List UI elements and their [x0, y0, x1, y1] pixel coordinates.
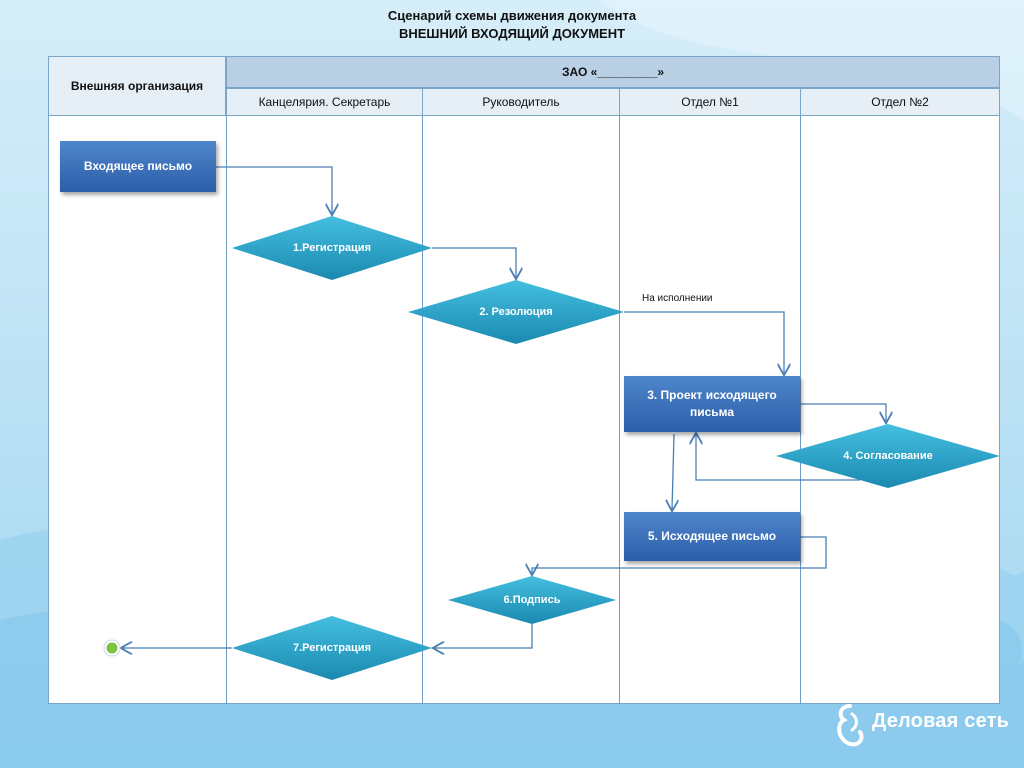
connector	[696, 434, 860, 481]
connector	[432, 247, 516, 278]
lane-header-chancellery: Канцелярия. Секретарь	[226, 88, 423, 116]
page-subtitle: ВНЕШНИЙ ВХОДЯЩИЙ ДОКУМЕНТ	[398, 26, 626, 41]
lane-header-dept2: Отдел №2	[800, 88, 1000, 116]
approval-step-label: 4. Согласование	[843, 450, 933, 462]
lane-divider	[422, 116, 423, 704]
draft-letter-node: 3. Проект исходящего письма	[624, 376, 800, 432]
diamond-step2	[408, 280, 624, 344]
lane-header-company: ЗАО «_________»	[226, 56, 1000, 88]
connector	[624, 311, 784, 374]
registration-step-label: 1.Регистрация	[293, 242, 371, 254]
diamond-step7	[232, 616, 432, 680]
connector	[800, 403, 886, 422]
connector	[532, 536, 827, 574]
incoming-letter-node: Входящее письмо	[60, 141, 216, 192]
lane-header-external: Внешняя организация	[48, 56, 226, 116]
lane-header-dept1: Отдел №1	[619, 88, 801, 116]
lane-header-manager: Руководитель	[422, 88, 620, 116]
diamond-step1	[232, 216, 432, 280]
logo-icon	[837, 704, 864, 747]
page-title: Сценарий схемы движения документа	[387, 8, 637, 23]
end-point-dot	[106, 642, 118, 654]
diamond-step6	[448, 576, 616, 624]
outgoing-letter-node: 5. Исходящее письмо	[624, 512, 800, 561]
lane-divider	[619, 116, 620, 704]
diamond-step4	[776, 424, 1000, 488]
connector	[672, 433, 674, 510]
in-progress-annotation: На исполнении	[642, 293, 713, 304]
lane-divider	[800, 116, 801, 704]
connector	[216, 166, 332, 214]
lane-divider	[226, 116, 227, 704]
connector	[434, 624, 533, 648]
final-registration-step-label: 7.Регистрация	[293, 642, 371, 654]
resolution-step-label: 2. Резолюция	[479, 306, 553, 318]
logo-text: Деловая сеть	[872, 710, 1010, 732]
signature-step-label: 6.Подпись	[503, 594, 561, 606]
